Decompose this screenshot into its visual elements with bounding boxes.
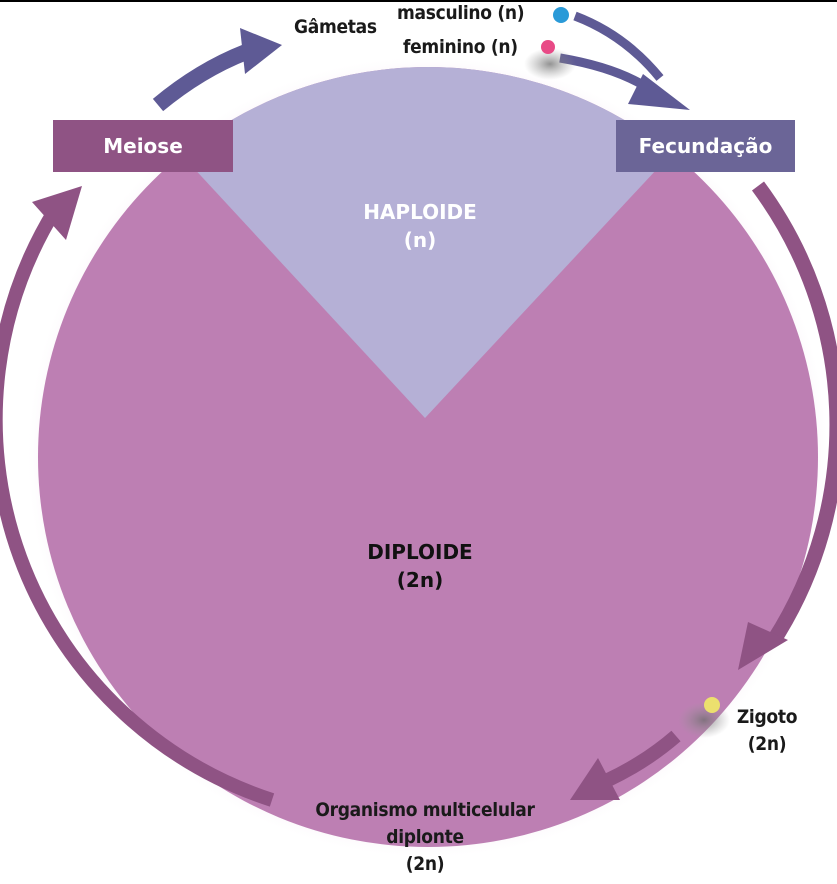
female-gamete-dot [541, 40, 555, 54]
top-border-line [0, 0, 837, 2]
arrow-meiosis-to-gametes [152, 44, 249, 112]
arrow-head-fertilization [628, 74, 690, 110]
diploid-ploidy: (2n) [396, 568, 444, 592]
zygote-ploidy: (2n) [747, 733, 787, 755]
zygote-dot [704, 697, 720, 713]
haploid-region [140, 67, 712, 418]
arrow-head-gametes [240, 28, 282, 74]
diploid-name: DIPLOIDE [367, 540, 473, 564]
zygote-name: Zigoto [736, 706, 798, 728]
fertilization-label: Fecundação [638, 134, 773, 158]
arrow-head-meiosis [32, 186, 82, 240]
organism-line2: diplonte [386, 826, 464, 848]
arrow-organism-to-meiosis [0, 206, 275, 807]
meiosis-label: Meiose [103, 134, 183, 158]
organism-line3: (2n) [405, 853, 445, 875]
organism-label: Organismo multicelular diplonte (2n) [280, 797, 570, 878]
zygote-shadow [678, 702, 730, 738]
zygote-label: Zigoto (2n) [724, 704, 810, 758]
arrow-zygote-to-organism [604, 730, 681, 787]
arrow-head-organism [570, 758, 620, 800]
arrow-head-zygote [738, 622, 788, 670]
arrow-male-to-fertilization [573, 11, 664, 81]
diploid-region [38, 67, 818, 847]
meiosis-box [53, 120, 233, 172]
male-gamete-label: masculino (n) [397, 2, 525, 24]
haploid-ploidy: (n) [403, 228, 437, 252]
haploid-name: HAPLOIDE [363, 200, 477, 224]
fertilization-box [616, 120, 795, 172]
organism-line1: Organismo multicelular [315, 799, 535, 821]
gamete-shadow [524, 48, 576, 80]
gametes-label: Gâmetas [294, 16, 377, 38]
male-gamete-dot [553, 7, 569, 23]
diploid-label: DIPLOIDE (2n) [330, 538, 510, 594]
female-gamete-label: feminino (n) [403, 36, 518, 58]
haploid-label: HAPLOIDE (n) [330, 198, 510, 254]
